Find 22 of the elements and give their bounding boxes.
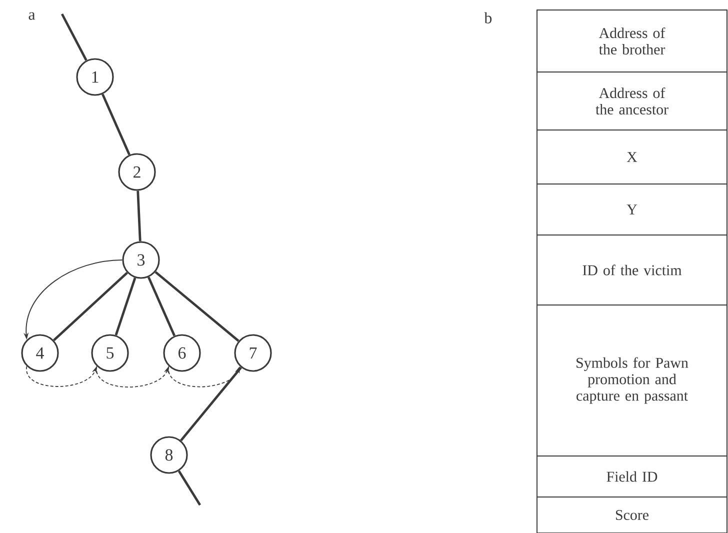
tree-line bbox=[102, 94, 130, 156]
tree-line bbox=[53, 272, 128, 342]
tree-line bbox=[178, 470, 202, 506]
table-cell: Symbols for Pawn promotion and capture en passant bbox=[536, 304, 728, 456]
tree-line bbox=[114, 277, 136, 336]
tree-line bbox=[136, 190, 142, 242]
tree-line bbox=[60, 13, 88, 61]
panel-letter: b bbox=[484, 12, 492, 24]
table-cell: Address of the brother bbox=[536, 10, 728, 72]
curved-arrow bbox=[26, 366, 97, 387]
tree-line bbox=[154, 271, 240, 342]
table-cell: Score bbox=[536, 496, 728, 533]
table-cell: ID of the victim bbox=[536, 234, 728, 306]
table-cell: X bbox=[536, 130, 728, 184]
table-cell: Field ID bbox=[536, 456, 728, 498]
curved-arrow bbox=[168, 366, 240, 388]
tree-line bbox=[148, 276, 176, 336]
table-cell: Address of the ancestor bbox=[536, 72, 728, 130]
curved-arrow bbox=[96, 366, 169, 388]
table-cell: Y bbox=[536, 184, 728, 236]
tree-line bbox=[180, 366, 242, 442]
panel-letter: a bbox=[28, 12, 36, 20]
